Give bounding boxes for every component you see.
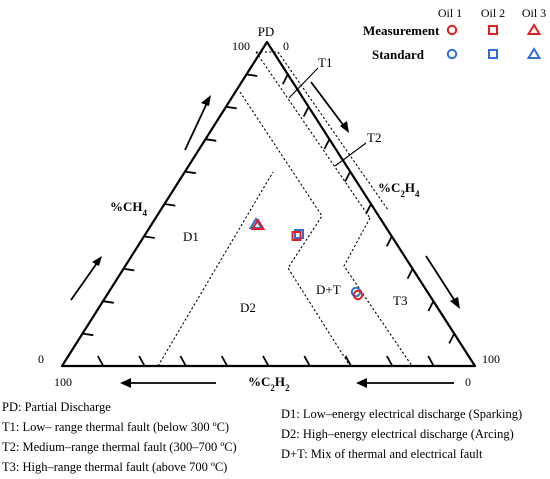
legend-standard-triangle — [526, 47, 542, 59]
t2-leader — [334, 142, 367, 167]
region-label-d1: D1 — [183, 229, 199, 244]
notes-right: D1: Low–energy electrical discharge (Spa… — [281, 407, 522, 461]
legend-standard-square — [488, 49, 498, 59]
legend: Oil 1 Oil 2 Oil 3 Measurement Standard — [363, 6, 546, 62]
bottom-tick — [303, 355, 311, 367]
notes-left: PD: Partial Discharge T1: Low– range the… — [2, 400, 237, 474]
axis-label-ch4: %CH4 — [110, 199, 148, 218]
bottom-tick — [344, 355, 352, 367]
d2-boundary — [157, 171, 274, 367]
note-dt: D+T: Mix of thermal and electrical fault — [281, 447, 483, 461]
right-tick — [323, 138, 331, 150]
d1-boundary — [239, 91, 351, 367]
data-points — [248, 217, 364, 301]
left-tick — [246, 73, 258, 77]
corner-label-bottom-right-below: 0 — [465, 375, 471, 389]
legend-measurement-triangle — [526, 23, 542, 35]
legend-row-measurement: Measurement — [363, 23, 440, 38]
right-tick — [281, 73, 289, 85]
bottom-tick — [386, 355, 394, 367]
t1-leader — [288, 67, 319, 99]
note-t1: T1: Low– range thermal fault (below 300 … — [2, 420, 229, 434]
dt-boundary — [343, 217, 413, 367]
bottom-tick — [427, 355, 435, 367]
right-tick — [448, 333, 456, 344]
t1-boundary — [255, 51, 371, 219]
axis-label-c2h4: %C2H4 — [378, 180, 420, 199]
left-tick — [164, 203, 176, 207]
note-t2: T2: Medium–range thermal fault (300–700 … — [2, 440, 237, 454]
left-edge-ticks — [82, 73, 258, 337]
corner-label-bottom-left-below: 100 — [54, 375, 72, 389]
left-tick — [184, 170, 196, 175]
right-tick — [406, 268, 414, 280]
point-standard-oil2 — [294, 229, 304, 239]
legend-standard-circle — [446, 48, 458, 60]
apex-label: PD — [258, 24, 275, 39]
arrow-right-lower — [425, 255, 460, 309]
right-edge-ticks — [281, 73, 456, 344]
left-tick — [205, 138, 217, 142]
arrow-bottom-right — [356, 378, 454, 388]
legend-measurement-square — [488, 25, 498, 35]
t2-boundary — [277, 51, 389, 211]
left-tick — [143, 235, 155, 239]
bottom-tick — [179, 355, 187, 367]
corner-label-top-left: 100 — [232, 39, 250, 53]
legend-column-oil2: Oil 2 — [481, 6, 505, 20]
bottom-tick — [97, 355, 105, 367]
bottom-tick — [220, 355, 228, 367]
legend-column-oil3: Oil 3 — [522, 6, 546, 20]
corner-label-top-right: 0 — [283, 39, 289, 53]
axis-label-c2h2: %C2H2 — [248, 374, 290, 393]
note-d1: D1: Low–energy electrical discharge (Spa… — [281, 407, 522, 421]
note-pd: PD: Partial Discharge — [2, 400, 111, 414]
legend-column-oil1: Oil 1 — [438, 6, 462, 20]
note-d2: D2: High–energy electrical discharge (Ar… — [281, 427, 514, 441]
point-measurement-oil1 — [352, 289, 364, 301]
arrow-left-upper — [184, 95, 211, 151]
corner-label-bottom-left: 0 — [38, 352, 44, 366]
corner-label-bottom-right: 100 — [482, 352, 500, 366]
region-label-t3: T3 — [393, 293, 407, 308]
right-tick — [365, 203, 372, 215]
arrow-bottom-left — [120, 378, 216, 388]
left-tick — [225, 105, 237, 110]
note-t3: T3: High–range thermal fault (above 700 … — [2, 460, 227, 474]
legend-row-standard: Standard — [372, 47, 425, 62]
left-tick — [123, 267, 135, 272]
left-tick — [82, 332, 94, 337]
region-label-t1: T1 — [318, 55, 332, 70]
arrow-left-lower — [70, 256, 102, 301]
right-tick — [302, 106, 310, 118]
direction-arrows — [70, 81, 460, 388]
right-tick — [385, 235, 393, 247]
bottom-tick — [138, 355, 146, 367]
right-tick — [344, 171, 352, 182]
legend-measurement-circle — [446, 24, 458, 36]
left-tick — [102, 300, 114, 304]
region-label-dt: D+T — [316, 282, 341, 297]
region-label-t2: T2 — [367, 130, 381, 145]
arrow-right-upper — [310, 81, 349, 133]
region-label-d2: D2 — [240, 300, 256, 315]
right-tick — [427, 300, 435, 312]
bottom-tick — [262, 355, 270, 367]
point-measurement-oil3 — [250, 218, 266, 230]
bottom-edge-ticks — [97, 355, 435, 367]
point-measurement-oil2 — [291, 231, 302, 241]
